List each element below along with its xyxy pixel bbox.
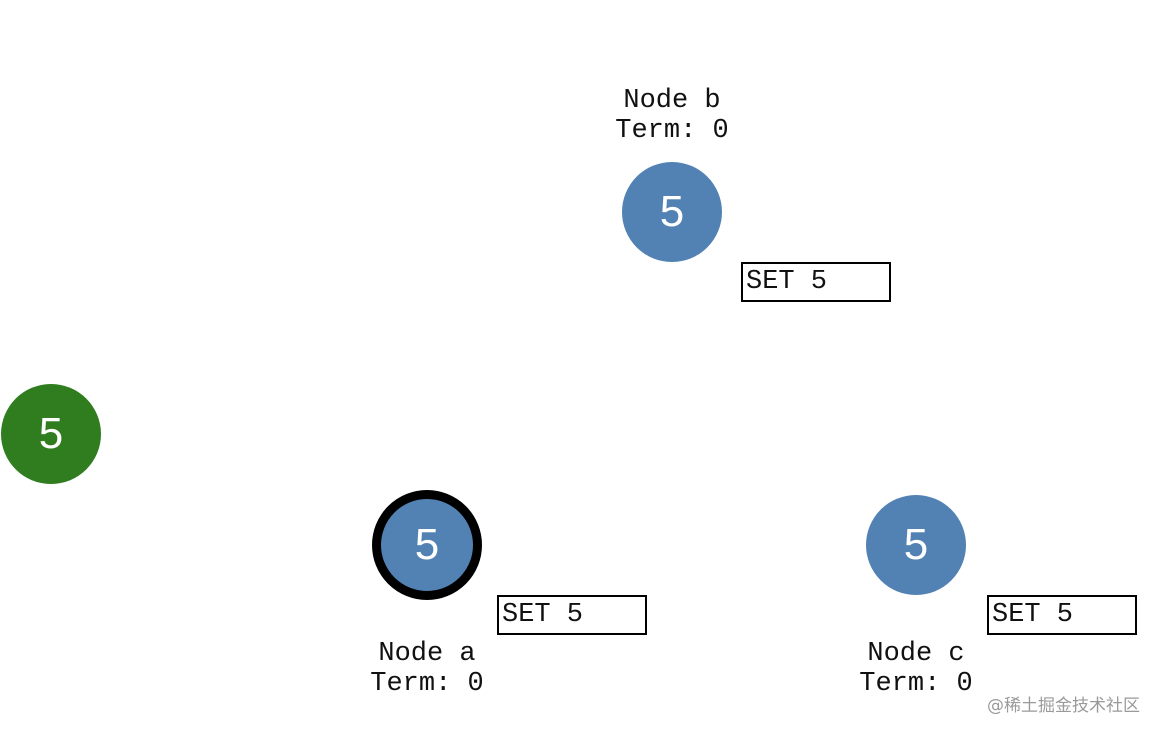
client-value: 5 bbox=[38, 409, 64, 458]
node-a-circle[interactable]: 5 bbox=[372, 490, 482, 600]
node-a-label: Node a Term: 0 bbox=[327, 639, 527, 699]
node-c-log-entry: SET 5 bbox=[987, 595, 1137, 635]
node-a-log-entry: SET 5 bbox=[497, 595, 647, 635]
node-b-term: Term: 0 bbox=[615, 116, 729, 146]
node-c-term: Term: 0 bbox=[859, 669, 973, 699]
node-a-value: 5 bbox=[414, 520, 440, 569]
node-b-circle[interactable]: 5 bbox=[622, 162, 722, 262]
node-a-name: Node a bbox=[378, 639, 476, 669]
node-b-label: Node b Term: 0 bbox=[572, 86, 772, 146]
node-b-value: 5 bbox=[659, 187, 685, 236]
node-c-value: 5 bbox=[903, 520, 929, 569]
watermark: @稀土掘金技术社区 bbox=[987, 696, 1140, 716]
node-b-name: Node b bbox=[623, 86, 721, 116]
node-c-circle[interactable]: 5 bbox=[866, 495, 966, 595]
node-c-label: Node c Term: 0 bbox=[816, 639, 1016, 699]
node-b-log-entry: SET 5 bbox=[741, 262, 891, 302]
client-circle[interactable]: 5 bbox=[1, 384, 101, 484]
node-c-name: Node c bbox=[867, 639, 965, 669]
node-a-term: Term: 0 bbox=[370, 669, 484, 699]
